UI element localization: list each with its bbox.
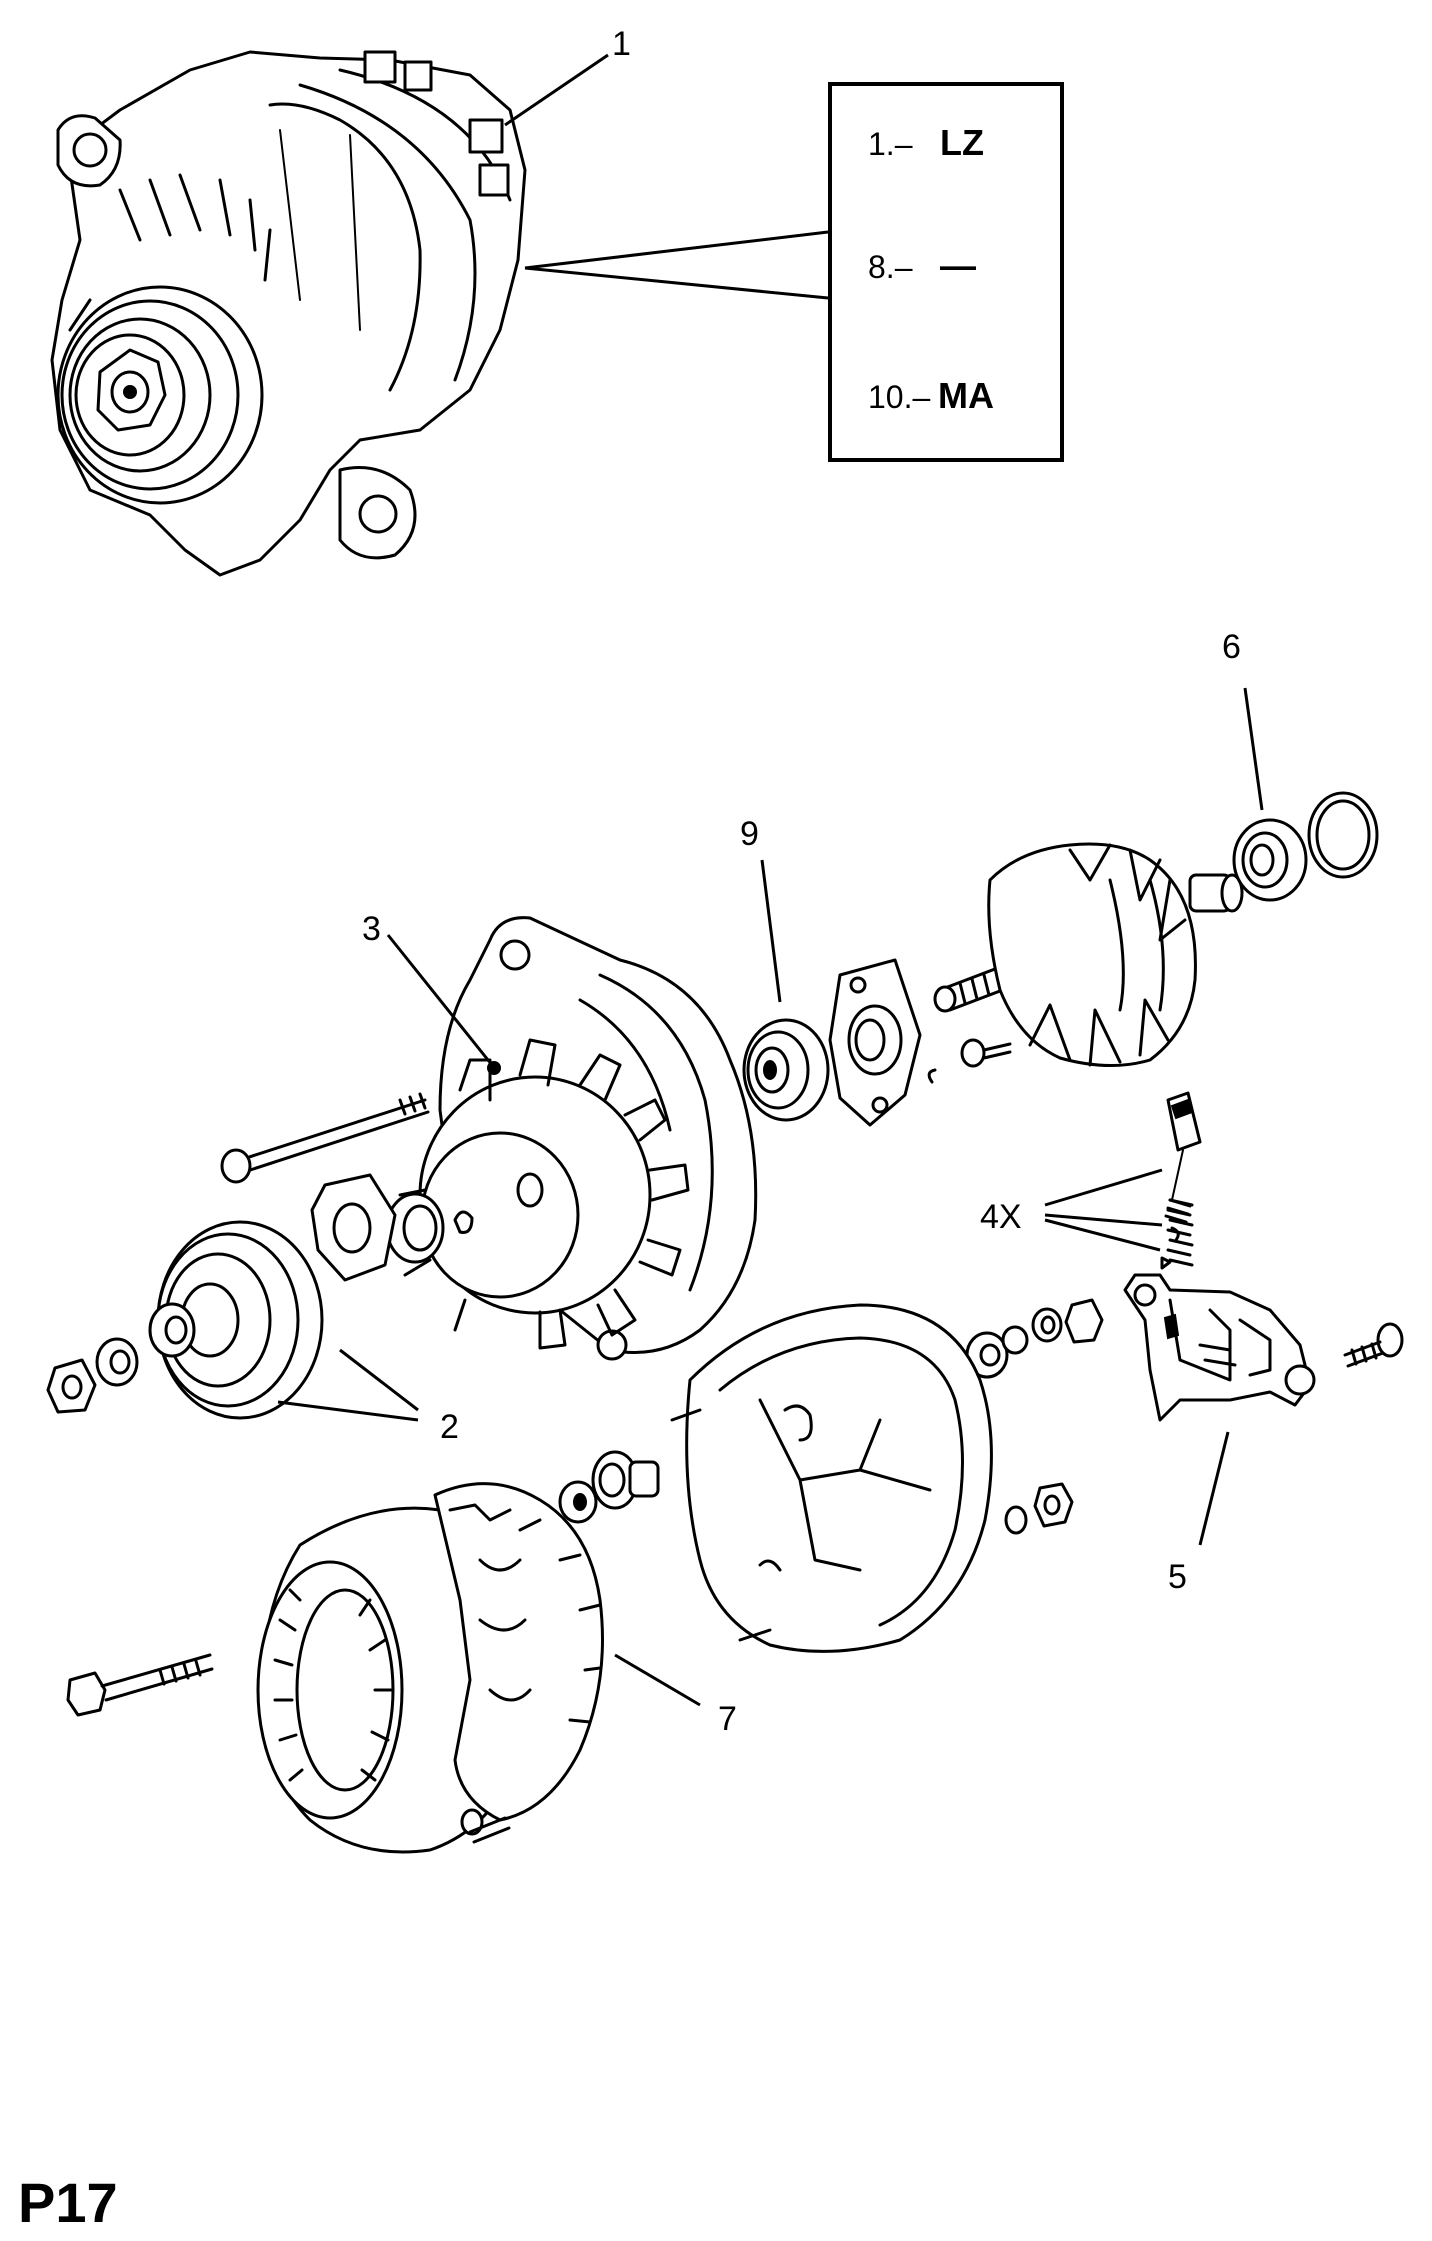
rectifier-illustration bbox=[433, 1482, 604, 1822]
leader-line-2b bbox=[339, 1348, 419, 1412]
carbon-brush-illustration bbox=[1166, 1091, 1202, 1201]
code-row2-value: — bbox=[940, 245, 976, 286]
callout-9: 9 bbox=[740, 815, 759, 853]
leader-line-7 bbox=[614, 1653, 701, 1707]
code-row3-number: 10.– bbox=[868, 379, 930, 415]
leader-line-9 bbox=[760, 859, 782, 1003]
small-screw-illustration bbox=[960, 1038, 1012, 1068]
leader-line-3 bbox=[386, 934, 494, 1066]
code-row3-value: MA bbox=[938, 375, 994, 416]
code-box-leader-upper bbox=[524, 230, 829, 270]
code-box: 1.– LZ 8.– — 10.– MA bbox=[828, 82, 1064, 462]
callout-6: 6 bbox=[1222, 628, 1241, 666]
brush-spring-illustration bbox=[1160, 1198, 1194, 1270]
drive-end-housing-illustration bbox=[398, 916, 758, 1361]
bearing-9-illustration bbox=[742, 1018, 830, 1122]
regulator-screw-illustration bbox=[1343, 1322, 1404, 1368]
leader-line-1 bbox=[504, 53, 609, 127]
bearing-6-illustration bbox=[1232, 818, 1308, 902]
regulator-brush-holder-illustration bbox=[1123, 1273, 1316, 1422]
bushing-illustration bbox=[558, 1450, 660, 1524]
callout-2: 2 bbox=[440, 1408, 459, 1446]
callout-5: 5 bbox=[1168, 1558, 1187, 1596]
rotor-illustration bbox=[933, 842, 1244, 1067]
code-row2-number: 8.– bbox=[868, 249, 913, 285]
rectifier-screw-illustration bbox=[460, 1808, 511, 1844]
leader-line-5 bbox=[1198, 1431, 1230, 1546]
hex-spacer-illustration bbox=[310, 1173, 397, 1282]
retainer-plate-illustration bbox=[828, 958, 922, 1127]
callout-4x: 4X bbox=[980, 1198, 1022, 1236]
callout-3: 3 bbox=[362, 910, 381, 948]
slip-ring-end-housing-illustration bbox=[670, 1303, 993, 1653]
pulley-nut-illustration bbox=[46, 1358, 97, 1414]
callout-1: 1 bbox=[612, 25, 631, 63]
brush-leaders-4x bbox=[1044, 1168, 1163, 1252]
spacer-ring-illustration bbox=[385, 1192, 445, 1264]
washer-illustration bbox=[95, 1302, 196, 1387]
alternator-assembly-illustration bbox=[50, 50, 527, 577]
seal-ring-illustration bbox=[1307, 791, 1379, 879]
code-row1-number: 1.– bbox=[868, 126, 913, 162]
leader-line-6 bbox=[1243, 687, 1264, 811]
leader-line-2a bbox=[277, 1400, 419, 1422]
callout-7: 7 bbox=[718, 1700, 737, 1738]
through-bolt-illustration bbox=[220, 1092, 430, 1184]
page-label: P17 bbox=[18, 2171, 118, 2234]
circlip-illustration bbox=[927, 1068, 937, 1084]
stator-bolt-illustration bbox=[66, 1653, 214, 1717]
pulley-illustration bbox=[156, 1220, 324, 1420]
code-box-leader-lower bbox=[524, 266, 829, 300]
terminal-nuts-illustration bbox=[965, 1298, 1104, 1535]
code-row1-value: LZ bbox=[940, 122, 984, 163]
